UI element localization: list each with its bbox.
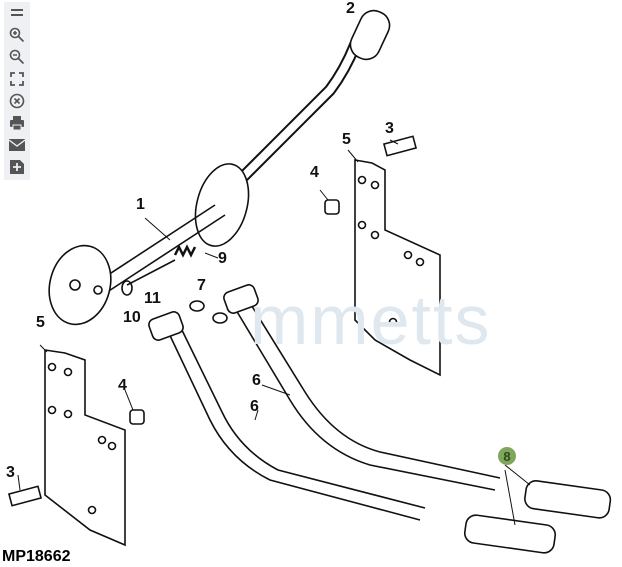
clevis-2 xyxy=(463,514,557,554)
bracket-right xyxy=(354,159,441,377)
lever-grip xyxy=(349,9,391,61)
callout-4-left[interactable]: 4 xyxy=(118,377,127,394)
menu-icon[interactable] xyxy=(6,2,28,24)
add-document-icon[interactable] xyxy=(6,156,28,178)
callout-6-lower[interactable]: 6 xyxy=(250,398,259,415)
callout-10[interactable]: 10 xyxy=(123,309,141,326)
bolt-bottom xyxy=(7,485,43,507)
bracket-left xyxy=(44,349,126,547)
fullscreen-icon[interactable] xyxy=(6,68,28,90)
diagram-id: MP18662 xyxy=(2,548,71,565)
print-icon[interactable] xyxy=(6,112,28,134)
clevis-1 xyxy=(524,480,612,519)
callout-2[interactable]: 2 xyxy=(346,0,355,17)
callout-5-left[interactable]: 5 xyxy=(36,314,45,331)
rod-2 xyxy=(229,294,501,491)
callout-11[interactable]: 11 xyxy=(144,290,161,307)
email-icon[interactable] xyxy=(6,134,28,156)
callout-1[interactable]: 1 xyxy=(136,196,145,213)
zoom-in-icon[interactable] xyxy=(6,24,28,46)
callout-4[interactable]: 4 xyxy=(310,164,319,181)
callout-3-left[interactable]: 3 xyxy=(6,464,15,481)
callout-3[interactable]: 3 xyxy=(385,120,394,137)
toolbar xyxy=(4,2,30,180)
zoom-out-icon[interactable] xyxy=(6,46,28,68)
callout-6[interactable]: 6 xyxy=(252,372,261,389)
callout-5[interactable]: 5 xyxy=(342,131,351,148)
bolt-top xyxy=(382,135,418,157)
spring xyxy=(173,244,197,258)
callout-8[interactable]: 8 xyxy=(498,447,516,465)
callout-9[interactable]: 9 xyxy=(218,250,227,267)
callout-7[interactable]: 7 xyxy=(197,277,206,294)
close-icon[interactable] xyxy=(6,90,28,112)
rod-1 xyxy=(164,321,426,521)
